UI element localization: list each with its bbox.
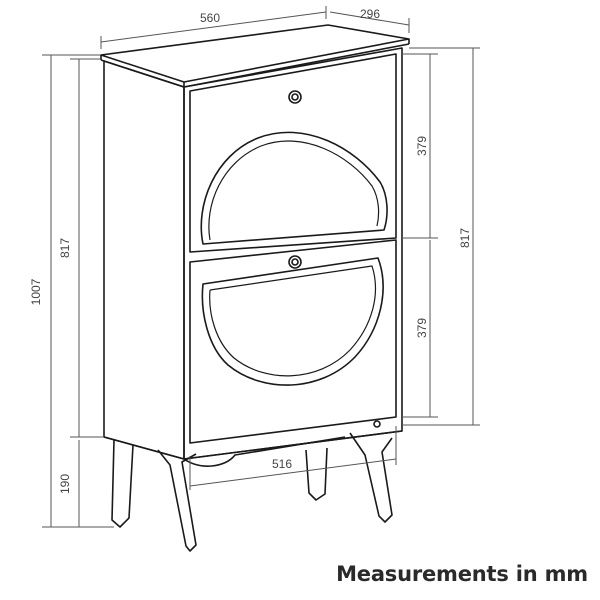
top-door-knob-inner <box>291 93 299 101</box>
top-door-knob <box>288 90 302 104</box>
label-1007: 1007 <box>29 278 43 305</box>
plinth-edge <box>103 436 185 460</box>
label-296: 296 <box>360 7 380 21</box>
bottom-door-window-inner <box>209 265 376 377</box>
label-560: 560 <box>200 11 220 25</box>
leg-front-right <box>349 432 393 523</box>
label-190: 190 <box>58 474 72 494</box>
bottom-door-knob <box>288 255 302 269</box>
dim-line-516 <box>189 458 397 487</box>
top-door <box>189 53 397 253</box>
leg-back-left <box>111 439 134 528</box>
measurements-caption: Measurements in mm <box>336 562 588 586</box>
top-door-window-inner <box>208 140 380 241</box>
label-817-left: 817 <box>58 238 72 258</box>
label-817-right: 817 <box>458 228 472 248</box>
rail-front <box>183 436 346 467</box>
foot-screw <box>373 420 381 428</box>
bottom-door-window <box>201 257 384 386</box>
dimension-lines <box>42 6 480 528</box>
front-frame <box>183 47 403 460</box>
dim-line-296 <box>329 11 410 26</box>
leg-front-left <box>157 449 197 552</box>
bottom-door <box>189 239 397 444</box>
leg-back-right <box>305 447 328 501</box>
dim-line-560 <box>100 11 327 43</box>
top-panel-underside <box>100 43 410 88</box>
label-379-bottom: 379 <box>415 318 429 338</box>
cabinet-drawing <box>100 24 410 552</box>
label-379-top: 379 <box>415 136 429 156</box>
label-516: 516 <box>272 457 292 471</box>
side-panel <box>103 60 185 460</box>
top-door-window <box>200 131 388 245</box>
bottom-door-knob-inner <box>291 258 299 266</box>
